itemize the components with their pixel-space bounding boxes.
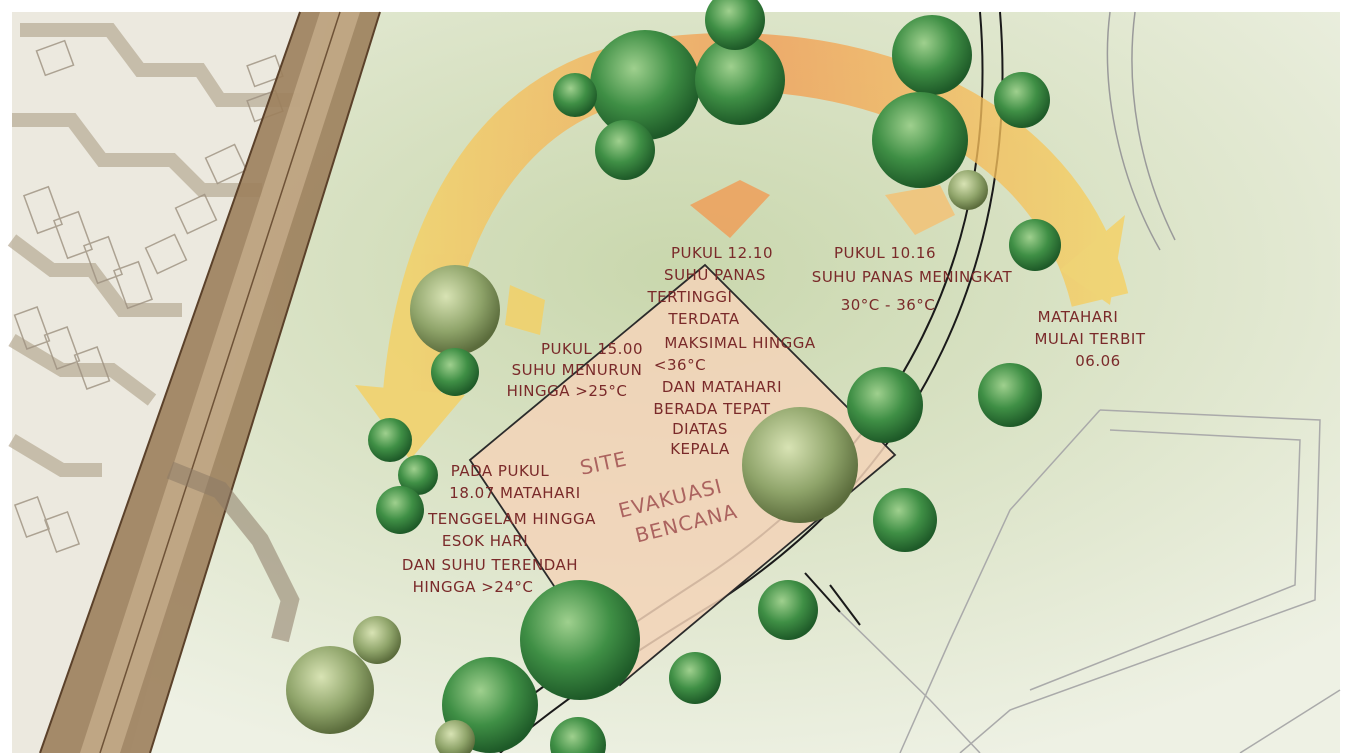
note-line: MULAI TERBIT [1034, 330, 1145, 348]
note-line: DAN SUHU TERENDAH [402, 556, 578, 574]
tree-icon [368, 418, 412, 462]
note-line: TERDATA [667, 310, 739, 328]
note-line: TENGGELAM HINGGA [427, 510, 596, 528]
note-line: PUKUL 12.10 [671, 244, 773, 262]
tree-icon [892, 15, 972, 95]
tree-icon [847, 367, 923, 443]
note-line: BERADA TEPAT [653, 400, 770, 418]
note-line: SUHU PANAS [664, 266, 766, 284]
tree-icon [353, 616, 401, 664]
tree-icon [286, 646, 374, 734]
tree-icon [742, 407, 858, 523]
tree-icon [873, 488, 937, 552]
note-line: MAKSIMAL HINGGA [664, 334, 815, 352]
note-line: 30°C - 36°C [841, 296, 936, 314]
tree-icon [553, 73, 597, 117]
note-line: PADA PUKUL [451, 462, 550, 480]
note-line: SUHU MENURUN [512, 361, 643, 379]
note-line: HINGGA >24°C [413, 578, 534, 596]
tree-icon [872, 92, 968, 188]
note-line: ESOK HARI [442, 532, 528, 550]
tree-icon [1009, 219, 1061, 271]
tree-icon [978, 363, 1042, 427]
tree-icon [758, 580, 818, 640]
tree-icon [590, 30, 700, 140]
note-line: PUKUL 15.00 [541, 340, 643, 358]
tree-icon [431, 348, 479, 396]
note-line: 06.06 [1075, 352, 1120, 370]
tree-icon [376, 486, 424, 534]
tree-icon [994, 72, 1050, 128]
note-line: <36°C [654, 356, 706, 374]
note-line: DIATAS [672, 420, 728, 438]
note-line: HINGGA >25°C [507, 382, 628, 400]
tree-icon [595, 120, 655, 180]
note-line: DAN MATAHARI [662, 378, 782, 396]
note-line: 18.07 MATAHARI [449, 484, 580, 502]
note-line: TERTINGGI [647, 288, 733, 306]
note-line: SUHU PANAS MENINGKAT [812, 268, 1013, 286]
note-line: MATAHARI [1038, 308, 1119, 326]
tree-icon [520, 580, 640, 700]
tree-icon [410, 265, 500, 355]
note-line: KEPALA [670, 440, 730, 458]
note-line: PUKUL 10.16 [834, 244, 936, 262]
tree-icon [669, 652, 721, 704]
tree-icon [948, 170, 988, 210]
